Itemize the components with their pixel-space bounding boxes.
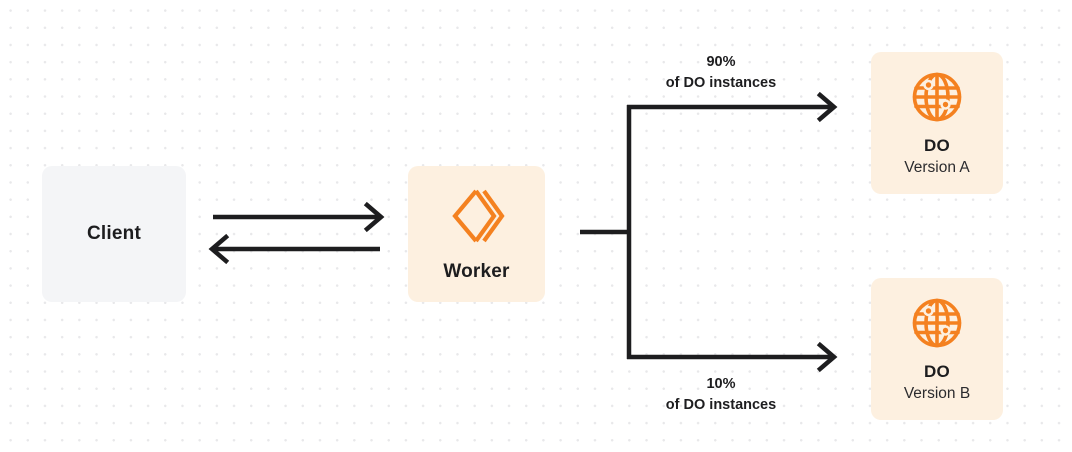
edge-label-do-b-text: of DO instances bbox=[665, 397, 777, 414]
edge-label-do-a: 90% of DO instances bbox=[610, 52, 832, 94]
node-do-a-version: Version A bbox=[904, 159, 970, 176]
globe-icon bbox=[909, 295, 965, 351]
arrow-worker-to-client bbox=[208, 233, 380, 265]
node-do-b-version: Version B bbox=[903, 385, 971, 402]
branch-connector bbox=[580, 105, 632, 359]
cloudflare-workers-icon bbox=[446, 185, 508, 247]
edge-label-do-a-text: of DO instances bbox=[665, 75, 777, 92]
globe-icon bbox=[909, 69, 965, 125]
node-client: Client bbox=[42, 166, 186, 302]
edge-label-do-b: 10% of DO instances bbox=[610, 374, 832, 416]
edge-label-do-a-percent: 90% bbox=[706, 54, 736, 70]
edge-label-do-b-percent: 10% bbox=[706, 376, 736, 392]
node-do-a: DO Version A bbox=[871, 52, 1003, 194]
node-do-b: DO Version B bbox=[871, 278, 1003, 420]
node-do-b-label: DO bbox=[924, 361, 950, 381]
node-worker: Worker bbox=[408, 166, 545, 302]
node-client-label: Client bbox=[87, 222, 141, 244]
node-do-a-label: DO bbox=[924, 135, 950, 155]
arrow-worker-to-do-a bbox=[627, 91, 838, 123]
node-worker-label: Worker bbox=[443, 260, 510, 282]
arrow-client-to-worker bbox=[213, 201, 385, 233]
arrow-worker-to-do-b bbox=[627, 341, 838, 373]
